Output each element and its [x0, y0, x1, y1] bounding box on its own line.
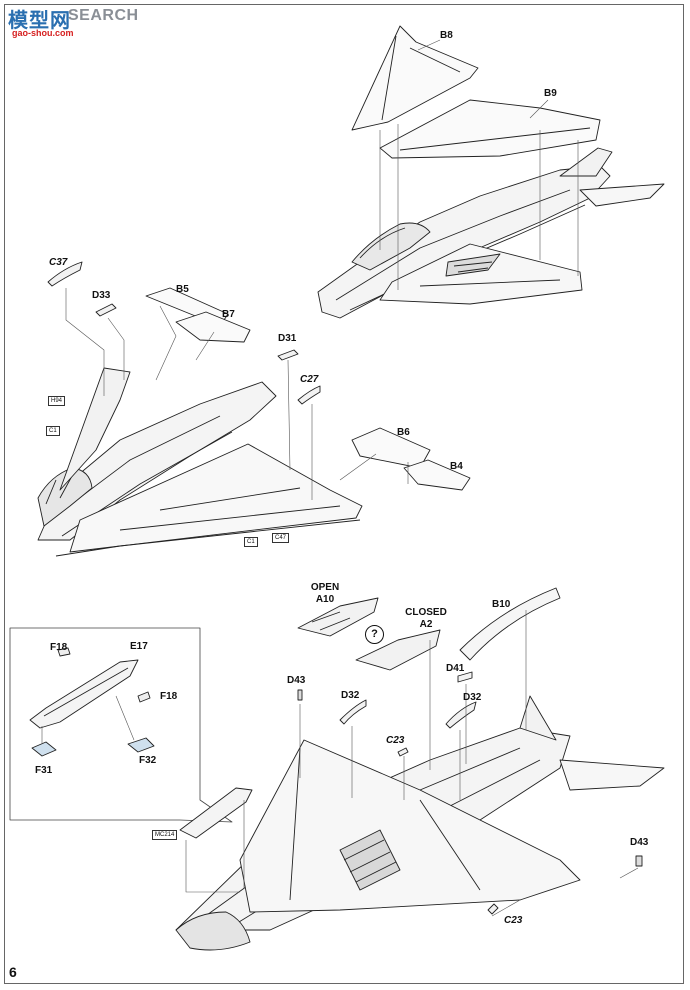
label-f31: F31: [35, 765, 53, 776]
label-d32-right: D32: [463, 692, 482, 703]
label-closed: CLOSED: [405, 607, 447, 618]
label-d32-left: D32: [341, 690, 360, 701]
logo-mark: 模型网: [8, 8, 71, 32]
page-border: [4, 4, 684, 984]
ref-c47: C47: [272, 533, 290, 543]
aircraft-bottom: [175, 587, 665, 951]
label-b8: B8: [440, 30, 453, 41]
logo-url: gao-shou.com: [12, 28, 74, 38]
label-c23-upper: C23: [386, 735, 405, 746]
ref-c1-lower: C1: [244, 537, 258, 547]
label-b6: B6: [397, 427, 410, 438]
label-b4: B4: [450, 461, 463, 472]
watermark-logo: 模型网 SEARCH gao-shou.com: [6, 4, 166, 38]
label-c23-lower: C23: [504, 915, 523, 926]
label-open: OPEN: [310, 582, 340, 593]
label-d43-left: D43: [287, 675, 306, 686]
label-f18-right: F18: [160, 691, 178, 702]
label-a2: A2: [419, 619, 433, 630]
label-b5: B5: [176, 284, 189, 295]
label-c27: C27: [300, 374, 319, 385]
label-d43-right: D43: [630, 837, 649, 848]
label-b9: B9: [544, 88, 557, 99]
label-b7: B7: [222, 309, 235, 320]
ref-mc214: MC214: [152, 830, 178, 840]
label-c37: C37: [49, 257, 68, 268]
page-number: 6: [9, 964, 17, 980]
detail-inset: [9, 627, 233, 823]
label-d31: D31: [278, 333, 297, 344]
missile-mc214: [179, 787, 253, 839]
aircraft-middle-left: [37, 261, 471, 557]
ref-c1-upper: C1: [46, 426, 60, 436]
ref-h94: H94: [48, 396, 66, 406]
label-a10: A10: [315, 594, 335, 605]
logo-word: SEARCH: [68, 7, 139, 24]
label-b10: B10: [492, 599, 511, 610]
aircraft-top-right: [317, 25, 665, 319]
optional-question-mark: ?: [365, 625, 384, 644]
label-e17: E17: [130, 641, 148, 652]
label-f32: F32: [139, 755, 157, 766]
label-d33: D33: [92, 290, 111, 301]
label-f18-top: F18: [50, 642, 68, 653]
label-d41: D41: [446, 663, 465, 674]
